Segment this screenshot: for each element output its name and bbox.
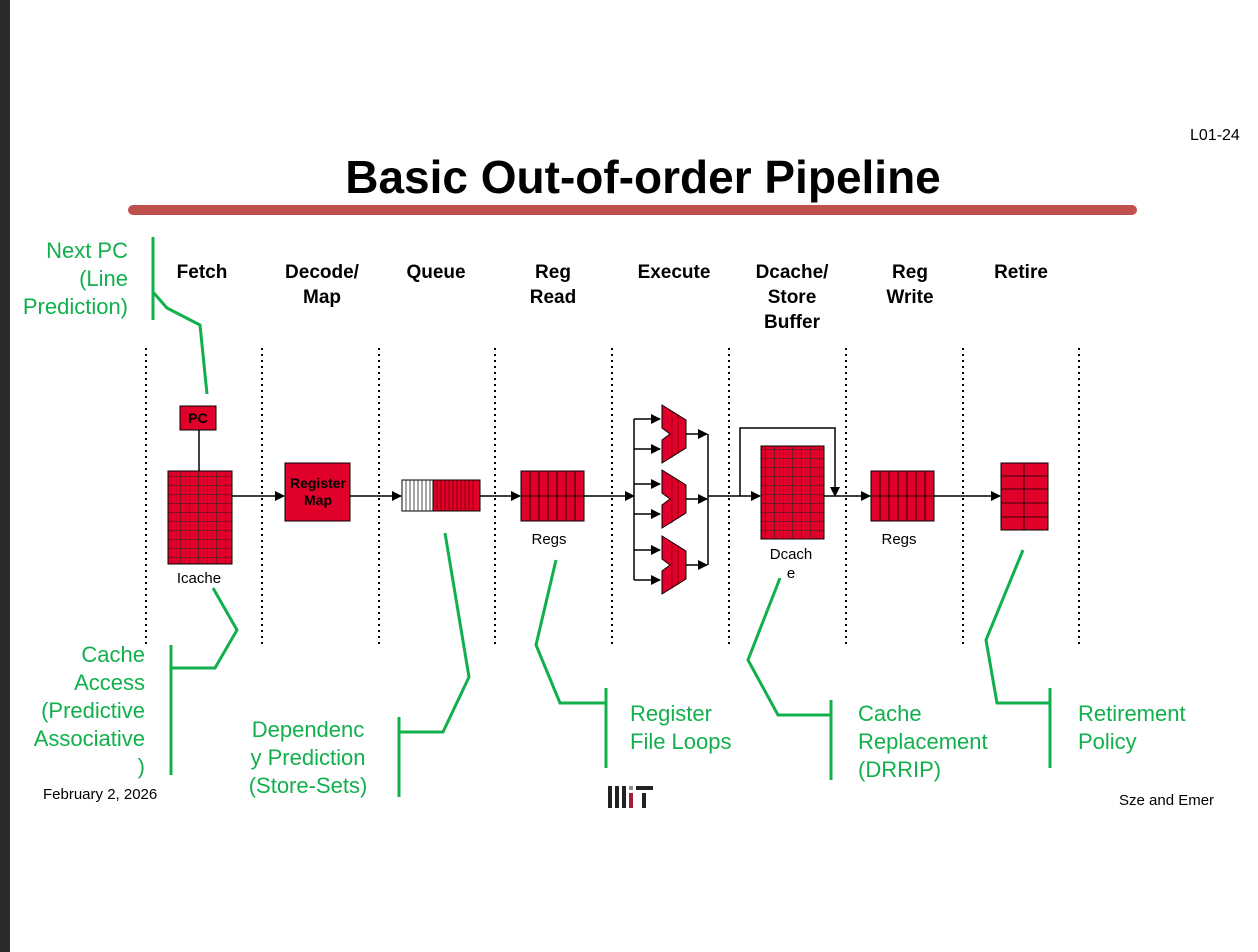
stage-fetch: Fetch [176, 262, 228, 283]
dcache-block [760, 445, 825, 540]
footer-authors: Sze and Emer [1119, 792, 1215, 809]
register-map-block [284, 462, 351, 522]
stage-retire: Retire [994, 262, 1048, 283]
stage-dividers [145, 348, 1080, 645]
stage-decode-map: Decode/ Map [285, 262, 359, 308]
stage-queue: Queue [406, 262, 466, 283]
slide: L01-24 Basic Out-of-order Pipeline Fetch… [10, 0, 1258, 952]
icache-label: Icache [176, 570, 222, 587]
slide-title: Basic Out-of-order Pipeline [345, 151, 941, 203]
mit-logo [608, 786, 653, 808]
annotation-cache-replacement: Cache Replacement (DRRIP) [858, 701, 988, 782]
issue-queue [401, 479, 481, 512]
reorder-buffer [1000, 462, 1049, 531]
slide-number: L01-24 [1190, 127, 1240, 144]
stage-execute: Execute [637, 262, 711, 283]
register-file-read [520, 470, 585, 522]
regs-read-label: Regs [531, 531, 567, 548]
annotation-cache-access: Cache Access (Predictive Associative ) [33, 642, 145, 779]
annotation-retirement-policy: Retirement Policy [1078, 701, 1186, 754]
dcache-label: Dcach e [769, 546, 813, 582]
annotation-dependency-prediction: Dependenc y Prediction (Store-Sets) [248, 717, 368, 798]
stage-dcache-store-buffer: Dcache/ Store Buffer [755, 262, 829, 333]
annotation-register-file-loops: Register File Loops [630, 701, 732, 754]
pc-label: PC [188, 410, 208, 426]
annotation-next-pc: Next PC (Line Prediction) [22, 238, 128, 319]
register-file-write [870, 470, 935, 522]
regs-write-label: Regs [881, 531, 917, 548]
register-map-label: Register Map [289, 475, 347, 508]
footer-date: February 2, 2026 [43, 786, 158, 803]
pipeline-diagram [145, 237, 1080, 808]
datapath-arrows [232, 414, 1001, 585]
title-underline [128, 205, 1137, 215]
annotation-brackets [151, 237, 1052, 797]
pc-register [179, 405, 217, 431]
stage-reg-read: Reg Read [529, 262, 577, 308]
stage-reg-write: Reg Write [886, 262, 934, 308]
execution-units [661, 404, 687, 595]
icache-block [167, 470, 233, 565]
